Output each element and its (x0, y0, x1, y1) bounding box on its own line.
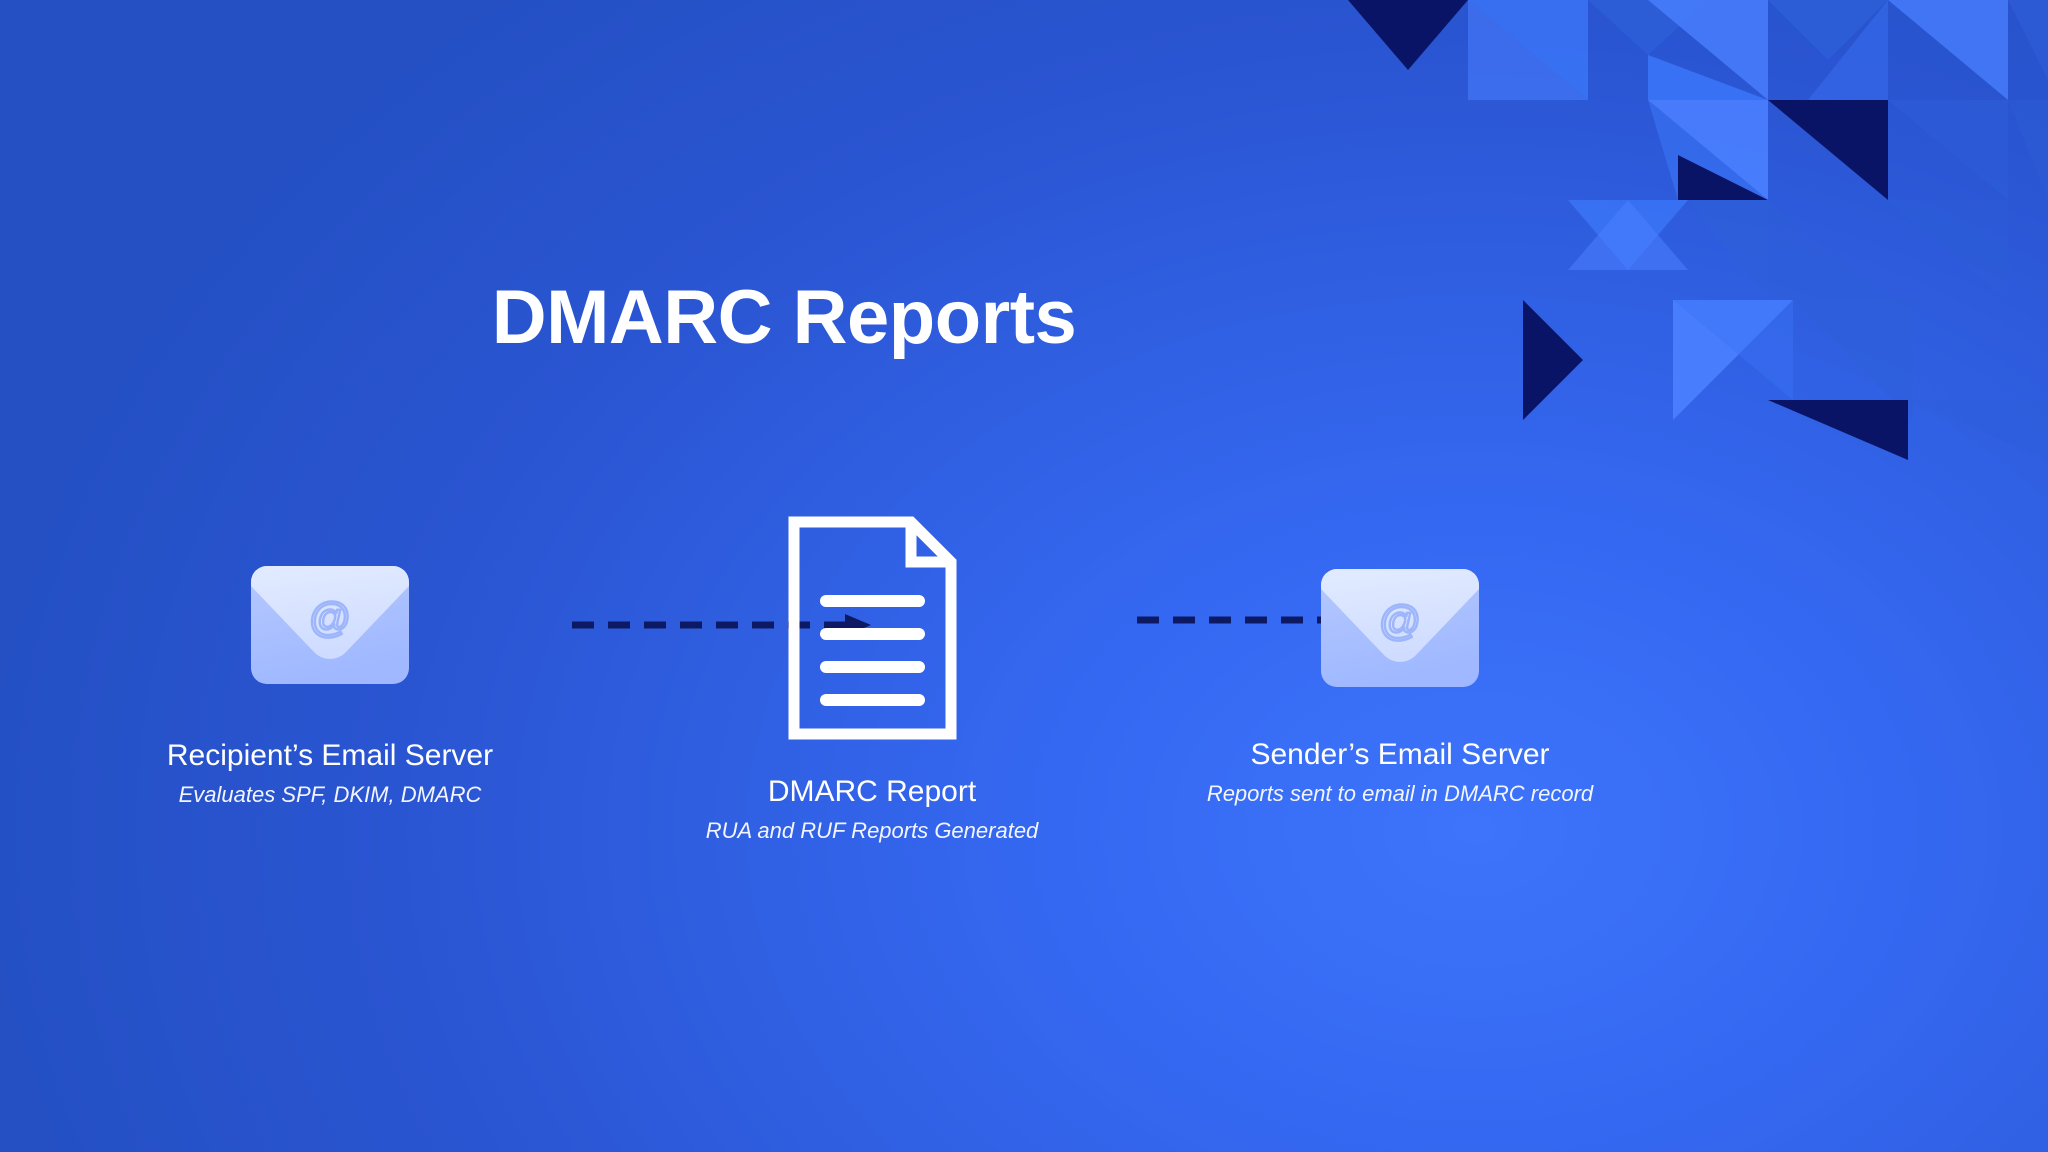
envelope-at-icon: @ (130, 545, 530, 705)
node-caption: Recipient’s Email Server (166, 739, 494, 772)
at-glyph: @ (1379, 597, 1422, 644)
envelope-at-icon: @ (1170, 548, 1630, 708)
diagram-node-report: DMARC Report RUA and RUF Reports Generat… (622, 510, 1122, 845)
node-subcaption: Evaluates SPF, DKIM, DMARC (178, 781, 482, 807)
node-subcaption: Reports sent to email in DMARC record (1206, 780, 1594, 806)
document-lines-icon (622, 510, 1122, 745)
node-caption: DMARC Report (767, 775, 977, 808)
diagram-node-sender: @ Sender’s Email Server Reports sent to … (1170, 548, 1630, 808)
document-text-lines (819, 594, 925, 706)
node-caption: Sender’s Email Server (1250, 738, 1550, 771)
at-glyph: @ (309, 594, 352, 641)
page-title: DMARC Reports (491, 275, 1077, 360)
diagram-node-recipient: @ Recipient’s Email Server Evaluates SPF… (130, 545, 530, 809)
node-subcaption: RUA and RUF Reports Generated (705, 817, 1039, 843)
